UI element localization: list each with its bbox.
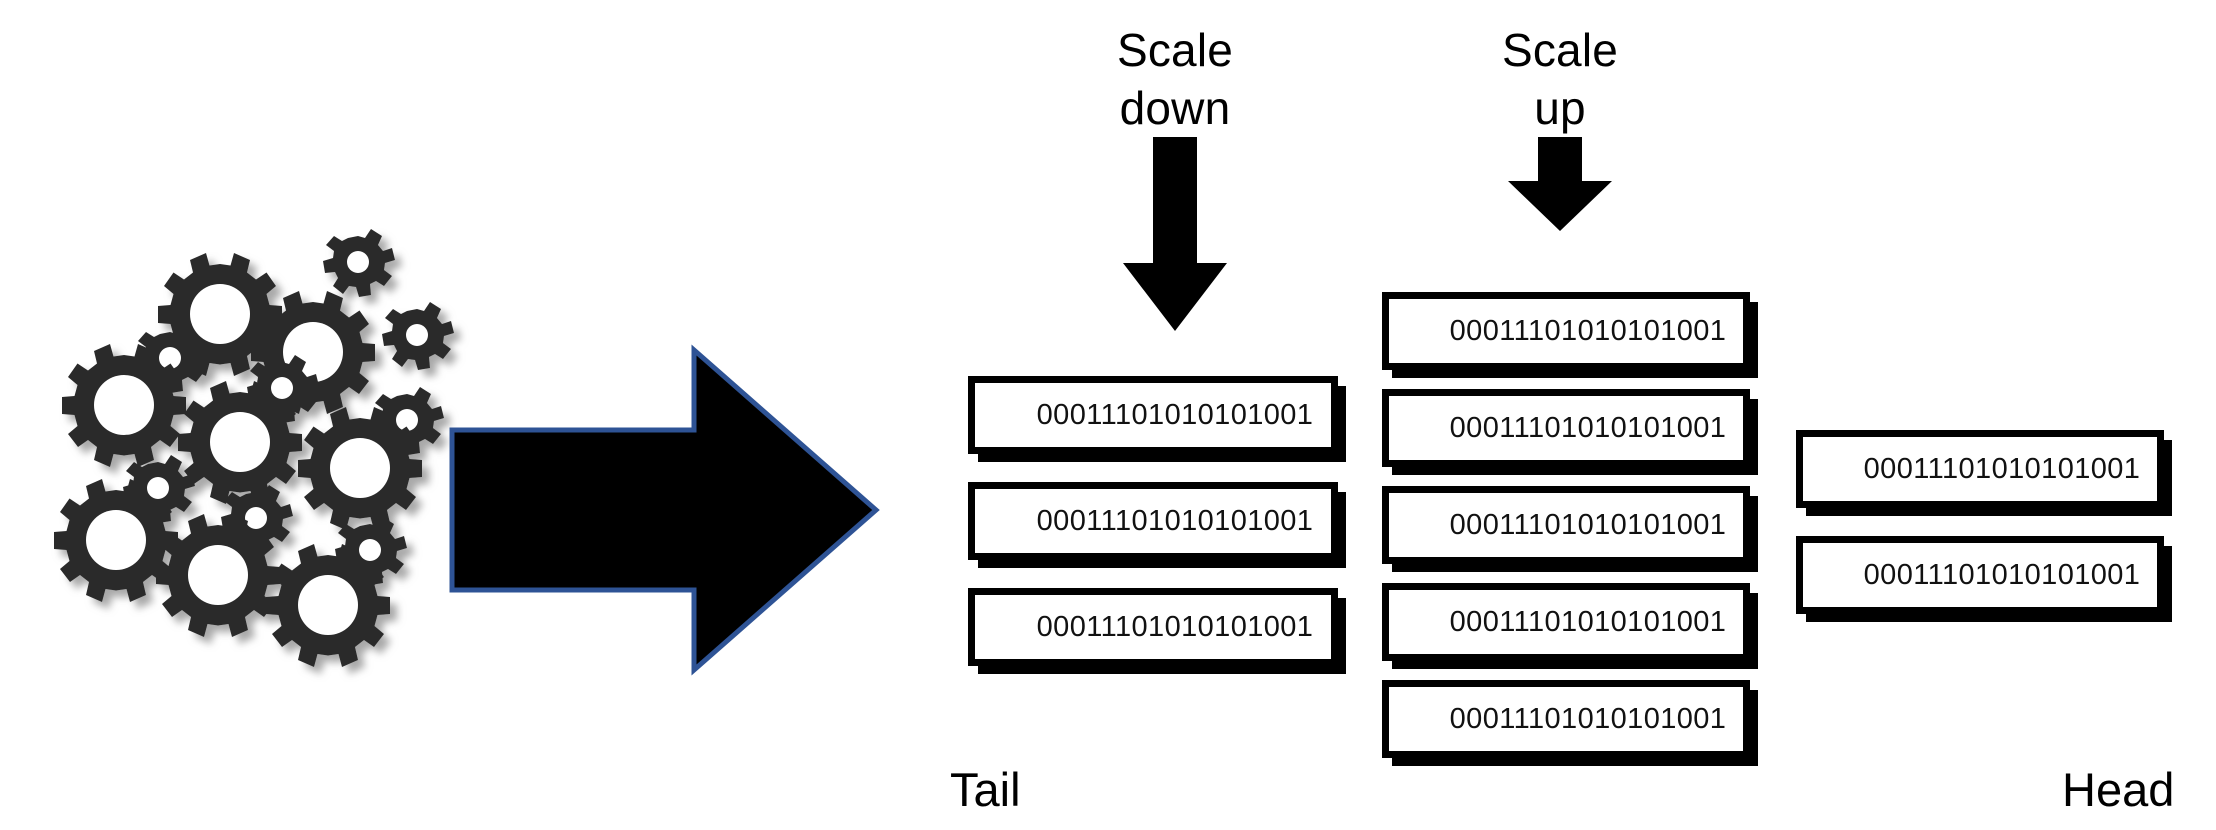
packet-value: 00011101010101001 [1036, 504, 1314, 537]
gear-small [382, 302, 454, 370]
packet-box[interactable]: 00011101010101001 [1382, 680, 1750, 758]
packet-column-head: 00011101010101001 00011101010101001 [1796, 430, 2164, 642]
flow-arrow [448, 344, 880, 676]
packet-value: 00011101010101001 [1863, 558, 2141, 591]
packet-box[interactable]: 00011101010101001 [968, 482, 1338, 560]
packet-value: 00011101010101001 [1449, 508, 1727, 541]
packet-column-middle: 00011101010101001 00011101010101001 0001… [1382, 292, 1750, 777]
tail-label: Tail [950, 763, 1021, 816]
scale-down-label: Scale down [1116, 24, 1234, 134]
packet-box[interactable]: 00011101010101001 [1796, 430, 2164, 508]
scale-up-label: Scale up [1501, 24, 1619, 134]
packet-value: 00011101010101001 [1449, 605, 1727, 638]
packet-value: 00011101010101001 [1449, 411, 1727, 444]
packet-box[interactable]: 00011101010101001 [1796, 536, 2164, 614]
scale-down-group: Scale down [1055, 22, 1295, 333]
scale-down-arrow-icon [1123, 137, 1227, 331]
gear-cluster [54, 229, 460, 667]
packet-box[interactable]: 00011101010101001 [968, 376, 1338, 454]
scale-up-arrow-icon [1508, 137, 1612, 231]
packet-value: 00011101010101001 [1036, 610, 1314, 643]
packet-value: 00011101010101001 [1863, 452, 2141, 485]
packet-box[interactable]: 00011101010101001 [968, 588, 1338, 666]
packet-column-tail: 00011101010101001 00011101010101001 0001… [968, 376, 1338, 694]
packet-value: 00011101010101001 [1036, 398, 1314, 431]
packet-box[interactable]: 00011101010101001 [1382, 583, 1750, 661]
packet-value: 00011101010101001 [1449, 314, 1727, 347]
packet-box[interactable]: 00011101010101001 [1382, 292, 1750, 370]
scale-up-group: Scale up [1440, 22, 1680, 233]
packet-box[interactable]: 00011101010101001 [1382, 389, 1750, 467]
packet-value: 00011101010101001 [1449, 702, 1727, 735]
head-label: Head [2062, 763, 2175, 816]
gear-small [323, 229, 395, 297]
packet-box[interactable]: 00011101010101001 [1382, 486, 1750, 564]
